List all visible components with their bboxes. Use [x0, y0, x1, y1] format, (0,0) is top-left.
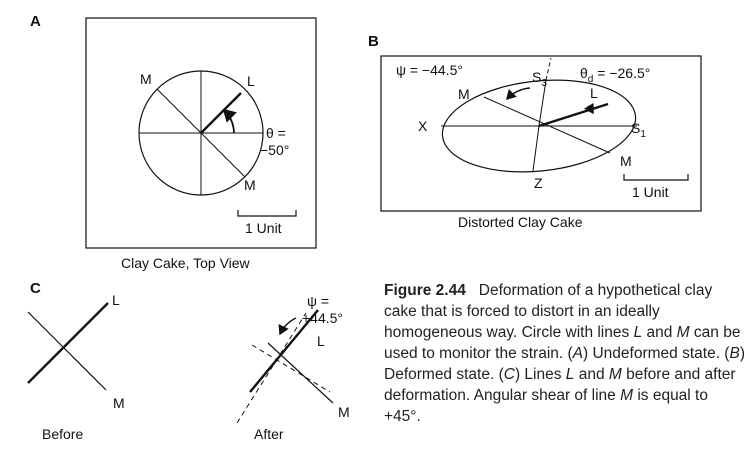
panel-c-after-label: After [254, 426, 284, 442]
figure-caption-m2: M [608, 366, 622, 383]
panel-b-line-m [483, 96, 611, 154]
panel-a-angle-line1: θ = [266, 125, 286, 141]
figure-caption-l2: L [565, 366, 575, 383]
figure-caption-m3: M [620, 387, 634, 404]
panel-b-ellipse [441, 79, 637, 173]
panel-a-caption: Clay Cake, Top View [121, 255, 251, 271]
panel-a-angle-line2: −50° [260, 142, 289, 158]
panel-c-letter: C [30, 280, 41, 297]
figure-caption-label: Figure 2.44 [384, 282, 466, 299]
panel-c: C L M Before ψ = +44.5° L M After [27, 280, 350, 442]
panel-a-letter: A [30, 13, 41, 30]
panel-b: B ψ = −44.5° S3 θd = −26.5° M L X S1 M Z… [368, 33, 702, 230]
panel-a-label-m-bottom: M [244, 177, 256, 193]
panel-c-before-label: Before [42, 426, 83, 442]
panel-c-after-label-l: L [317, 333, 325, 349]
panel-a: A M L θ = −50° M 1 Unit Clay Cake, Top V… [30, 13, 317, 271]
panel-c-after-line-l-old [236, 312, 307, 424]
figure-caption-text-6: ) Lines [514, 366, 566, 383]
figure-caption-text-2: and [642, 324, 677, 341]
panel-a-line-l [200, 92, 242, 134]
panel-b-caption: Distorted Clay Cake [458, 214, 583, 230]
panel-a-scale-bar [237, 210, 297, 217]
panel-b-s1-label: S1 [631, 120, 646, 140]
panel-b-label-l: L [590, 85, 598, 101]
panel-c-after-line-l [249, 309, 319, 393]
panel-c-before-label-l: L [112, 292, 120, 308]
panel-c-psi-arrow [278, 317, 297, 336]
panel-c-psi-line1: ψ = [307, 293, 329, 309]
panel-a-scale-label: 1 Unit [245, 220, 282, 236]
panel-b-s3-axis [538, 79, 547, 127]
panel-a-label-m-top: M [140, 71, 152, 87]
panel-b-theta-arrow [583, 102, 594, 115]
panel-c-before-label-m: M [113, 395, 125, 411]
panel-b-frame [380, 55, 702, 212]
figure-caption-text-9: is equal to +45°. [384, 387, 708, 425]
panel-b-line-l [538, 102, 609, 128]
panel-c-after-line-m-old [251, 344, 331, 393]
panel-b-s3-label: S3 [532, 69, 547, 89]
panel-c-after-label-m: M [338, 404, 350, 420]
panel-b-s3-dashed [545, 57, 552, 81]
panel-c-psi-line2: +44.5° [302, 310, 343, 326]
panel-c-after-line-m [267, 342, 334, 404]
figure-caption: Figure 2.44 Deformation of a hypothetica… [384, 280, 746, 427]
panel-b-label-x: X [418, 118, 428, 134]
panel-b-scale-label: 1 Unit [632, 184, 669, 200]
panel-b-scale-bar [623, 174, 689, 181]
panel-b-theta-d-label: θd = −26.5° [580, 65, 650, 85]
panel-b-vertical-lower [532, 125, 540, 172]
figure-caption-text-7: and [574, 366, 609, 383]
figure-caption-b: B [729, 345, 740, 362]
panel-a-label-l: L [247, 73, 255, 89]
figure-caption-m: M [676, 324, 690, 341]
panel-b-psi-arrow [506, 87, 531, 101]
figure-caption-text-8: before and after deformation. Angular sh… [384, 366, 736, 404]
panel-c-before-line-m [27, 311, 107, 391]
figure-caption-c: C [503, 366, 515, 383]
panel-a-frame [85, 17, 317, 249]
figure-caption-text-5: ) Deformed state. ( [384, 345, 745, 383]
panel-c-before-line-l [27, 302, 109, 384]
panel-b-letter: B [368, 33, 379, 50]
figure-caption-text-1: Deformation of a hypothetical clay cake … [384, 282, 713, 341]
figure-caption-text-3: can be used to monitor the strain. ( [384, 324, 741, 362]
panel-b-label-z: Z [534, 175, 543, 191]
figure-caption-l: L [633, 324, 643, 341]
panel-b-psi-label: ψ = −44.5° [396, 62, 463, 78]
panel-b-label-m-top: M [458, 86, 470, 102]
panel-b-label-m-bottom: M [620, 153, 632, 169]
figure-caption-text-4: ) Undeformed state. ( [583, 345, 730, 362]
panel-a-angle-arc [222, 108, 237, 134]
figure-caption-a: A [572, 345, 584, 362]
